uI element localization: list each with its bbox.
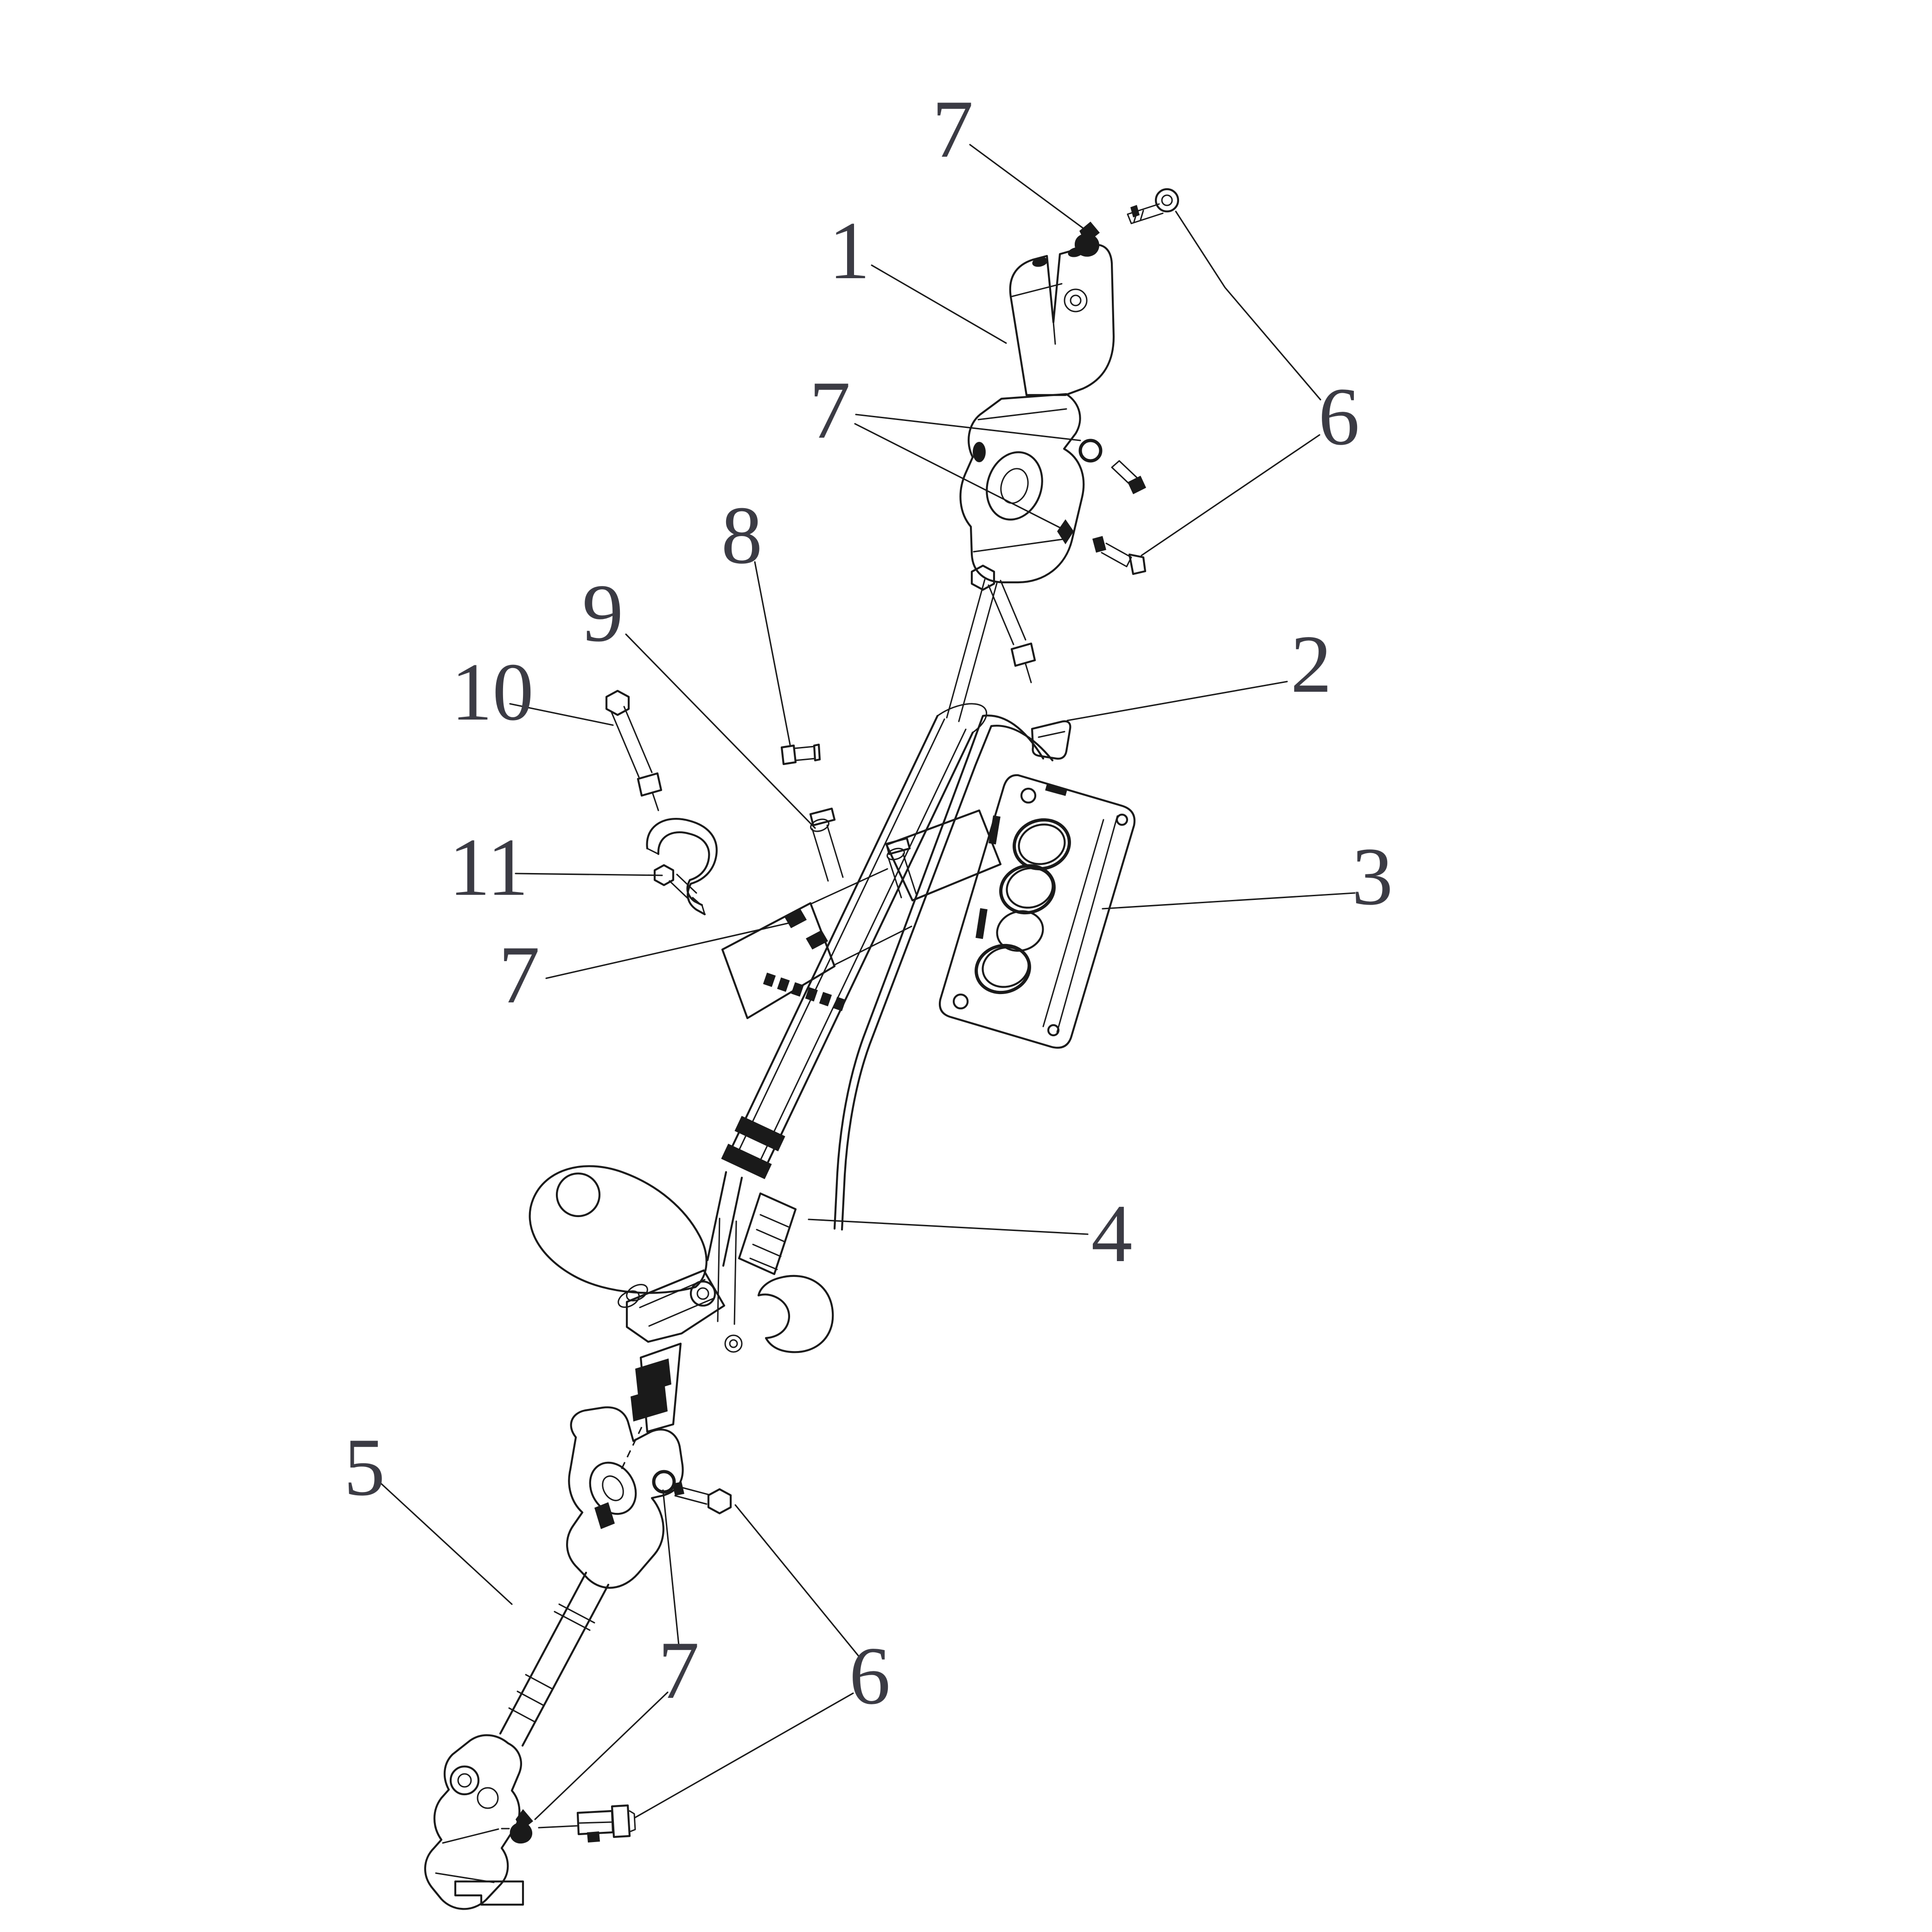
output-shaft <box>618 1342 682 1474</box>
yoke-foot <box>454 1880 524 1906</box>
arm-hole <box>555 1172 601 1218</box>
strap-bolt <box>653 864 701 905</box>
leader-1 <box>871 264 1007 344</box>
lower-joint-bolt <box>672 1482 732 1515</box>
leader-2 <box>1066 681 1288 721</box>
upper-joint-bolt <box>1127 188 1180 224</box>
bottom-yoke <box>424 1734 524 1910</box>
bottom-bolt <box>576 1804 636 1843</box>
coupling-snap-ring <box>1078 439 1103 463</box>
leader-7-bottom-up <box>662 1489 680 1646</box>
clamp-strap <box>646 818 718 916</box>
leader-11 <box>515 873 663 876</box>
callout-4: 4 <box>1091 1187 1133 1279</box>
housing-arm <box>529 1165 708 1294</box>
leader-5 <box>379 1482 513 1605</box>
upper-joint-yoke <box>959 243 1115 584</box>
column-tube <box>706 703 988 1267</box>
housing-clamp-plate <box>738 1192 797 1275</box>
leader-6-upper-b <box>1141 434 1320 556</box>
leader-7-upper-a <box>855 414 1081 441</box>
upper-joint-pin <box>1074 222 1100 257</box>
callout-6-upper: 6 <box>1319 370 1360 462</box>
leader-8 <box>754 561 791 746</box>
saddle-stud-left <box>809 807 844 882</box>
callout-1: 1 <box>829 204 870 296</box>
callout-3: 3 <box>1352 830 1393 922</box>
bottom-pin <box>510 1809 533 1844</box>
coupling-bolt-lower <box>1092 536 1147 575</box>
gear-housing <box>529 1165 834 1474</box>
leader-6-bottom-down <box>634 1692 854 1818</box>
coupling-bolt-upper <box>1111 460 1146 494</box>
leader-6-bottom-up <box>734 1504 860 1657</box>
leader-6-upper-a <box>1175 210 1321 401</box>
leader-7-middle <box>545 921 796 979</box>
callout-7-bottom: 7 <box>658 1624 700 1716</box>
callout-7-upper: 7 <box>810 364 851 456</box>
saddle-stud-right <box>885 837 917 899</box>
mount-bolt-right <box>970 564 1036 683</box>
rod-hook <box>1031 720 1071 760</box>
callout-5: 5 <box>344 1421 385 1513</box>
callout-8: 8 <box>721 489 763 581</box>
callout-7-top: 7 <box>932 83 974 175</box>
lower-joint-yoke <box>566 1406 732 1589</box>
lower-shaft <box>424 1571 636 1910</box>
callout-2: 2 <box>1291 618 1332 710</box>
leader-4 <box>808 1218 1089 1235</box>
leader-7-bottom-down <box>534 1691 669 1820</box>
coupling-lock-pin <box>1057 519 1074 544</box>
callouts: 7 1 7 6 8 9 2 10 11 3 7 4 5 7 6 <box>344 83 1393 1722</box>
callout-9: 9 <box>582 567 624 659</box>
lower-joint-snap-ring <box>652 1470 676 1494</box>
callout-6-bottom: 6 <box>849 1630 891 1722</box>
leader-7-upper-b <box>854 423 1063 529</box>
callout-11: 11 <box>449 821 528 913</box>
steering-shaft <box>946 579 998 722</box>
callout-10: 10 <box>451 646 534 738</box>
mounting-plate <box>938 774 1136 1049</box>
mount-bolt-left <box>605 689 663 811</box>
leader-lines <box>379 144 1356 1820</box>
callout-7-middle: 7 <box>499 929 540 1020</box>
leader-9 <box>625 633 816 829</box>
leader-3 <box>1102 892 1356 910</box>
set-bolt <box>780 743 821 765</box>
support-rod <box>833 714 1071 1231</box>
leader-10 <box>509 703 614 726</box>
saddle-bracket <box>721 807 1002 1020</box>
leader-7-top <box>969 144 1088 232</box>
